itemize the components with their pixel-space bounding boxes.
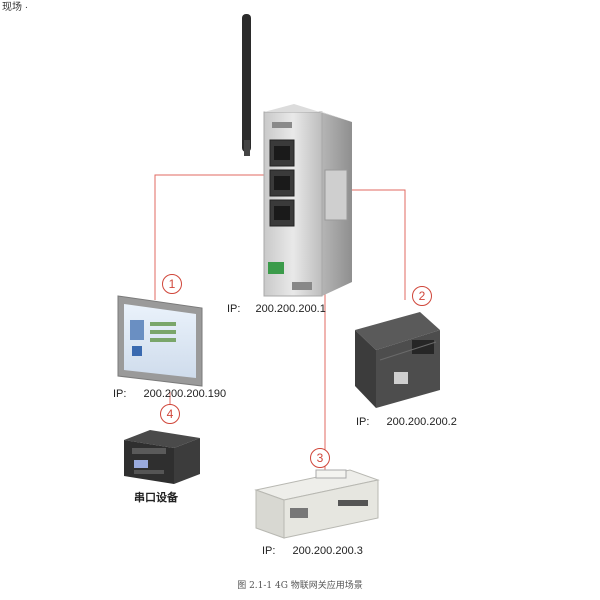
hmi-ip-label: IP: 200.200.200.190 <box>113 388 226 400</box>
hmi-touch-panel <box>117 295 203 387</box>
plc-bottom-device <box>254 469 380 539</box>
antenna <box>242 14 251 152</box>
4g-gateway-device <box>242 14 352 297</box>
gateway-ip-prefix: IP: <box>227 303 241 315</box>
plc-right-device <box>355 312 440 408</box>
hmi-ip-prefix: IP: <box>113 388 127 400</box>
link-4-marker: 4 <box>160 404 180 424</box>
hmi-ip-value: 200.200.200.190 <box>143 388 227 400</box>
link-3-marker: 3 <box>310 448 330 468</box>
link-1-line <box>154 174 268 300</box>
plc-bottom-ip-prefix: IP: <box>262 545 276 557</box>
serial-device-image <box>124 430 200 484</box>
top-text-fragment: 现场 · <box>2 2 29 13</box>
plc-right-ip-prefix: IP: <box>356 416 370 428</box>
link-1-marker: 1 <box>162 274 182 294</box>
plc-right-ip-value: 200.200.200.2 <box>386 416 457 428</box>
gateway-ip-value: 200.200.200.1 <box>255 303 326 315</box>
plc-right-ip-label: IP: 200.200.200.2 <box>356 416 457 428</box>
plc-bottom-ip-label: IP: 200.200.200.3 <box>262 545 363 557</box>
plc-bottom-ip-value: 200.200.200.3 <box>292 545 363 557</box>
link-2-marker: 2 <box>412 286 432 306</box>
figure-caption: 图 2.1-1 4G 物联网关应用场景 <box>237 581 363 591</box>
gateway-ip-label: IP: 200.200.200.1 <box>227 303 326 315</box>
serial-device-label: 串口设备 <box>134 492 178 504</box>
